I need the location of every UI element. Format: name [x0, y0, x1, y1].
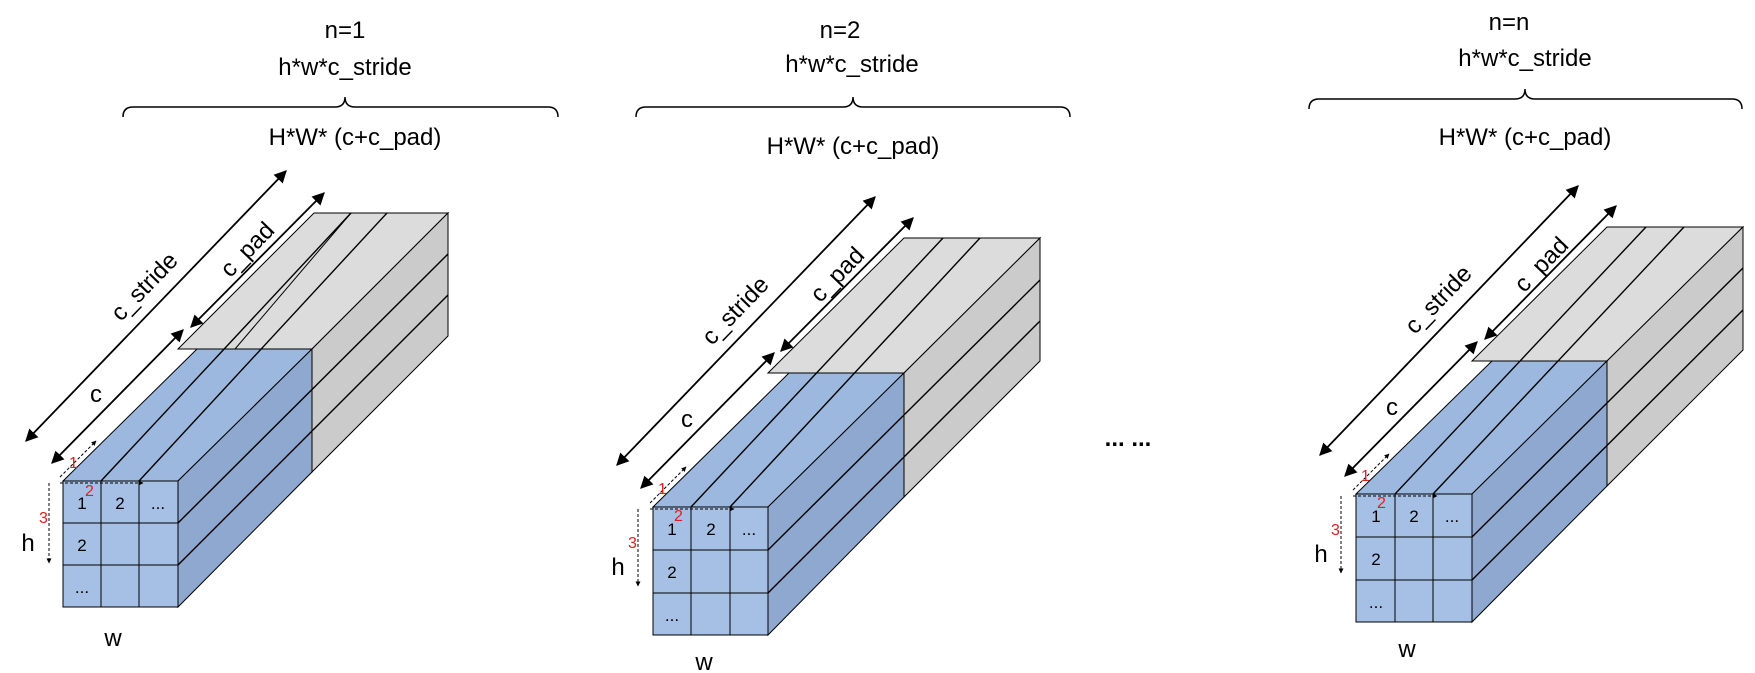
order-label-1: 1: [69, 455, 78, 472]
cell-label: ...: [1445, 507, 1459, 526]
h-label: h: [611, 554, 624, 581]
n-label: n=n: [1489, 9, 1530, 36]
order-label-2: 2: [674, 508, 683, 525]
order-arrow-1: [649, 466, 687, 504]
order-label-2: 2: [85, 483, 94, 500]
w-label: w: [103, 625, 122, 652]
total-size-label: H*W* (c+c_pad): [767, 133, 940, 160]
stride-size-label: h*w*c_stride: [785, 51, 918, 78]
tensor-box: [651, 236, 1042, 637]
total-size-label: H*W* (c+c_pad): [269, 124, 442, 151]
c-arrow: [51, 329, 184, 464]
brace: [1308, 88, 1743, 110]
cell-label: ...: [665, 606, 679, 625]
panel-nn: n=n h*w*c_stride H*W* (c+c_pad) 1 2 ... …: [1308, 9, 1745, 663]
order-label-3: 3: [1331, 522, 1340, 539]
cell-label: ...: [75, 578, 89, 597]
order-arrow-1: [1352, 453, 1390, 491]
order-label-1: 1: [658, 481, 667, 498]
h-label: h: [21, 530, 34, 557]
panel-n1: n=1 h*w*c_stride H*W* (c+c_pad): [21, 17, 559, 652]
cell-label: ...: [742, 520, 756, 539]
c-stride-label: c_stride: [1400, 260, 1478, 339]
c-pad-arrow: [190, 192, 325, 328]
h-label: h: [1314, 541, 1327, 568]
n-label: n=1: [325, 17, 366, 44]
c-label: c: [90, 381, 102, 408]
order-label-2: 2: [1377, 495, 1386, 512]
c-pad-arrow: [1484, 205, 1617, 340]
order-label-3: 3: [39, 510, 48, 527]
cell-label: 1: [667, 520, 676, 539]
cell-label: 2: [706, 520, 715, 539]
w-label: w: [1397, 636, 1416, 663]
c-arrow: [1344, 341, 1478, 477]
c-arrow: [640, 352, 775, 489]
cell-label: 1: [77, 494, 86, 513]
stride-size-label: h*w*c_stride: [278, 54, 411, 81]
tensor-box: [1354, 225, 1745, 624]
cell-label: 2: [115, 494, 124, 513]
c-stride-label: c_stride: [697, 271, 775, 350]
order-label-3: 3: [628, 535, 637, 552]
c-label: c: [1386, 394, 1398, 421]
cell-label: 2: [77, 536, 86, 555]
stride-size-label: h*w*c_stride: [1458, 45, 1591, 72]
cell-label: ...: [1369, 593, 1383, 612]
n-label: n=2: [820, 17, 861, 44]
cell-label: ...: [151, 494, 165, 513]
brace: [122, 96, 559, 118]
order-label-1: 1: [1361, 468, 1370, 485]
c-stride-label: c_stride: [106, 247, 184, 326]
brace: [635, 96, 1071, 118]
cell-label: 2: [667, 563, 676, 582]
w-label: w: [694, 649, 713, 673]
ellipsis: ... ...: [1105, 425, 1152, 452]
cell-label: 2: [1409, 507, 1418, 526]
cell-label: 1: [1371, 507, 1380, 526]
order-arrow-1: [59, 440, 97, 478]
c-pad-arrow: [780, 217, 914, 352]
total-size-label: H*W* (c+c_pad): [1439, 124, 1612, 151]
tensor-box: [61, 211, 450, 609]
panel-n2: n=2 h*w*c_stride H*W* (c+c_pad) 1 2 ... …: [611, 17, 1071, 673]
cell-label: 2: [1371, 550, 1380, 569]
c-label: c: [681, 406, 693, 433]
